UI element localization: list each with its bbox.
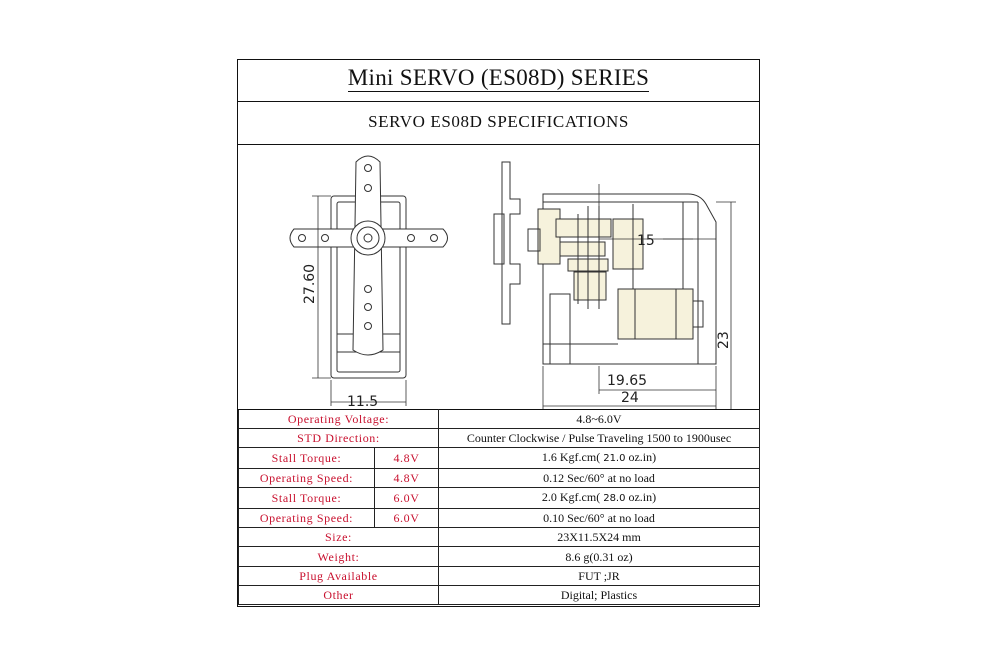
dim-gear-offset: 15 [637, 233, 655, 249]
table-row: Operating Speed: 4.8V 0.12 Sec/60° at no… [238, 468, 760, 489]
spec-sheet: Mini SERVO (ES08D) SERIES SERVO ES08D SP… [237, 59, 760, 607]
table-row: Operating Voltage: 4.8~6.0V [238, 408, 760, 430]
spec-label: Plug Available [238, 565, 439, 586]
spec-value-oz: 21.0 [603, 453, 626, 465]
spec-value-oz: 28.0 [603, 493, 626, 505]
subtitle-row: SERVO ES08D SPECIFICATIONS [238, 101, 759, 145]
spec-label: Operating Voltage: [238, 408, 439, 430]
table-row: Size: 23X11.5X24 mm [238, 527, 760, 548]
table-row: STD Direction: Counter Clockwise / Pulse… [238, 428, 760, 449]
spec-value-post: oz.in) [625, 490, 657, 505]
spec-label: Stall Torque: [238, 487, 375, 510]
spec-label: Other [238, 584, 439, 605]
dim-total-length: 24 [621, 390, 639, 406]
spec-value: 4.8~6.0V [438, 408, 760, 430]
table-row: Other Digital; Plastics [238, 584, 760, 605]
spec-label: Weight: [238, 546, 439, 567]
spec-value: 8.6 g(0.31 oz) [438, 546, 760, 567]
table-row: Operating Speed: 6.0V 0.10 Sec/60° at no… [238, 508, 760, 529]
table-row: Stall Torque: 4.8V 1.6 Kgf.cm( 21.0 oz.i… [238, 447, 760, 470]
spec-value: 1.6 Kgf.cm( 21.0 oz.in) [438, 447, 760, 470]
front-view-drawing [289, 155, 448, 406]
spec-voltage: 4.8V [374, 447, 439, 470]
page-title: Mini SERVO (ES08D) SERIES [347, 65, 650, 92]
spec-value: 23X11.5X24 mm [438, 527, 760, 548]
spec-voltage: 6.0V [374, 487, 439, 510]
table-row: Stall Torque: 6.0V 2.0 Kgf.cm( 28.0 oz.i… [238, 487, 760, 510]
side-view-drawing [493, 161, 736, 410]
spec-value-pre: 2.0 Kgf.cm( [541, 490, 604, 505]
table-row: Weight: 8.6 g(0.31 oz) [238, 546, 760, 567]
spec-value-pre: 1.6 Kgf.cm( [541, 450, 604, 465]
dim-body-length: 19.65 [607, 373, 647, 389]
spec-value: Digital; Plastics [438, 584, 760, 605]
spec-value: 0.12 Sec/60° at no load [438, 468, 760, 489]
dim-height-front: 27.60 [302, 264, 318, 304]
spec-label: STD Direction: [238, 428, 439, 449]
spec-label: Operating Speed: [238, 508, 375, 529]
spec-value: 2.0 Kgf.cm( 28.0 oz.in) [438, 487, 760, 510]
page-subtitle: SERVO ES08D SPECIFICATIONS [368, 112, 629, 131]
spec-label: Operating Speed: [238, 468, 375, 489]
spec-voltage: 6.0V [374, 508, 439, 529]
dim-width-front: 11.5 [347, 394, 378, 410]
spec-value: FUT ;JR [438, 565, 760, 586]
dim-height-side: 23 [716, 331, 732, 349]
spec-voltage: 4.8V [374, 468, 439, 489]
spec-value: Counter Clockwise / Pulse Traveling 1500… [438, 428, 760, 449]
spec-value: 0.10 Sec/60° at no load [438, 508, 760, 529]
table-row: Plug Available FUT ;JR [238, 565, 760, 586]
spec-value-post: oz.in) [625, 450, 657, 465]
technical-drawing: 27.60 11.5 15 23 19.65 24 [238, 144, 759, 410]
spec-label: Stall Torque: [238, 447, 375, 470]
title-row: Mini SERVO (ES08D) SERIES [238, 60, 759, 102]
spec-table: Operating Voltage: 4.8~6.0V STD Directio… [238, 408, 760, 605]
spec-label: Size: [238, 527, 439, 548]
